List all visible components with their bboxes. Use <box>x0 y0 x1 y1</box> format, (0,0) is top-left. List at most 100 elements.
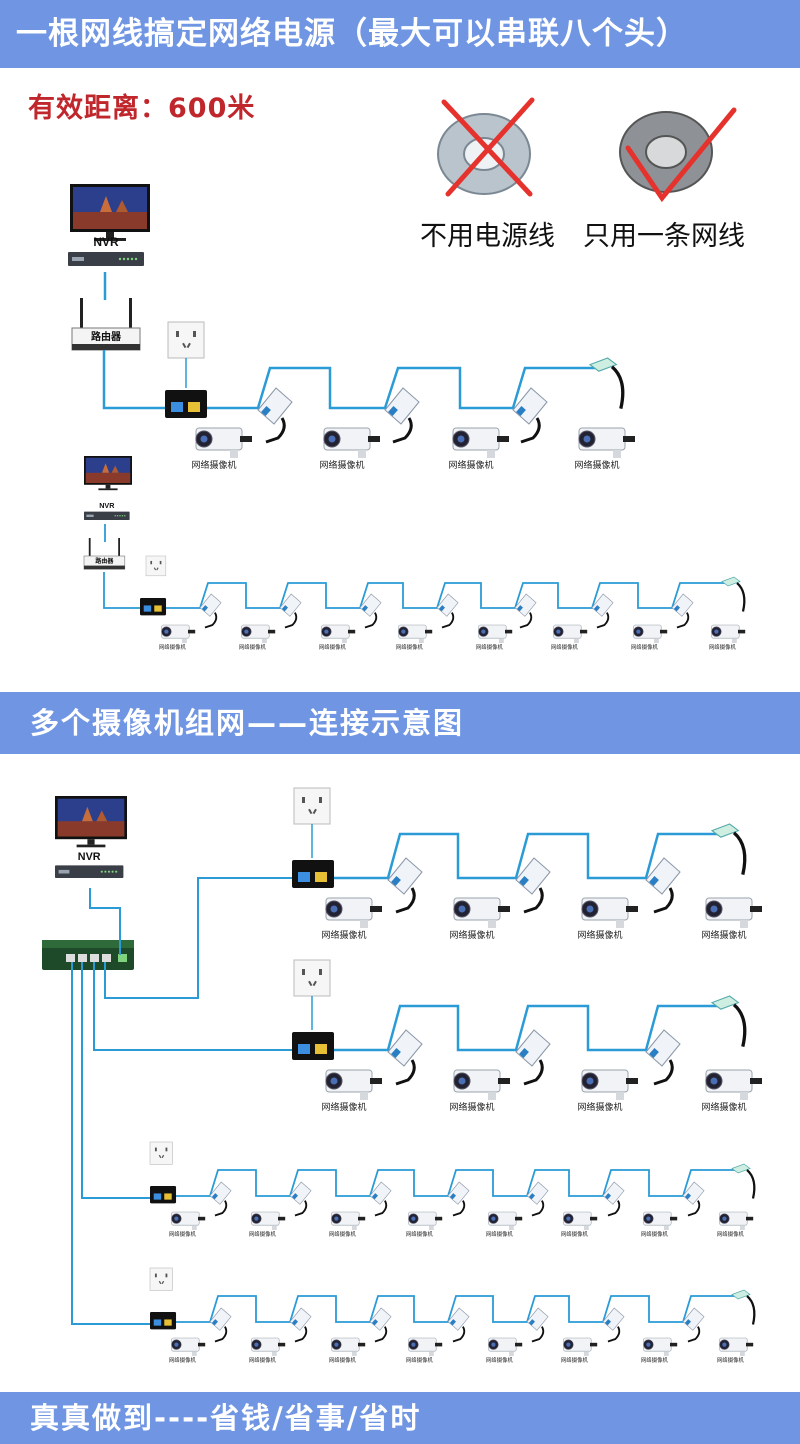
router-icon: 路由器 <box>83 538 126 570</box>
network-cable <box>176 1169 740 1197</box>
camera-icon: 网络摄像机 <box>717 1211 754 1238</box>
router-label: 路由器 <box>91 330 122 343</box>
section-title: 多个摄像机组网——连接示意图 <box>30 706 465 740</box>
nvr-label: NVR <box>93 235 119 249</box>
camera-label: 网络摄像机 <box>476 643 504 651</box>
router-label: 路由器 <box>95 557 114 565</box>
camera-label: 网络摄像机 <box>321 929 366 941</box>
camera-label: 网络摄像机 <box>249 1356 277 1364</box>
camera-icon: 网络摄像机 <box>239 624 276 651</box>
camera-icon: 网络摄像机 <box>574 427 635 471</box>
title-banner: 一根网线搞定网络电源（最大可以串联八个头） <box>0 0 800 68</box>
rj45-connector-icon <box>731 1163 756 1199</box>
poe-splitter-icon <box>515 1029 551 1086</box>
poe-splitter-icon <box>279 593 302 629</box>
rj45-connector-icon <box>710 995 747 1047</box>
camera-label: 网络摄像机 <box>631 643 659 651</box>
camera-label: 网络摄像机 <box>329 1230 357 1238</box>
camera-icon: 网络摄像机 <box>561 1211 598 1238</box>
camera-label: 网络摄像机 <box>396 643 424 651</box>
poe-splitter-icon <box>447 1307 470 1343</box>
poe-splitter-icon <box>257 387 293 444</box>
check-icon <box>625 107 737 203</box>
camera-icon: 网络摄像机 <box>169 1337 206 1364</box>
camera-icon: 网络摄像机 <box>329 1211 366 1238</box>
camera-label: 网络摄像机 <box>239 643 267 651</box>
camera-icon: 网络摄像机 <box>641 1337 678 1364</box>
network-cable <box>93 962 292 1051</box>
no-power-caption: 不用电源线 <box>420 221 555 252</box>
camera-icon: 网络摄像机 <box>577 1069 638 1113</box>
network-cable <box>102 350 165 410</box>
camera-label: 网络摄像机 <box>486 1356 514 1364</box>
camera-icon: 网络摄像机 <box>709 624 746 651</box>
camera-icon: 网络摄像机 <box>449 897 510 941</box>
router-icon: 路由器 <box>71 298 141 351</box>
network-cable <box>81 962 150 1199</box>
cross-icon <box>441 97 535 197</box>
camera-label: 网络摄像机 <box>169 1230 197 1238</box>
camera-label: 网络摄像机 <box>561 1230 589 1238</box>
poe-splitter-icon <box>514 593 537 629</box>
camera-icon: 网络摄像机 <box>561 1337 598 1364</box>
nvr-icon: NVR <box>68 235 144 266</box>
poe-splitter-icon <box>645 857 681 914</box>
camera-icon: 网络摄像机 <box>396 624 433 651</box>
network-cable <box>176 1295 740 1323</box>
camera-label: 网络摄像机 <box>449 929 494 941</box>
poe-splitter-icon <box>436 593 459 629</box>
network-cable <box>334 1004 722 1052</box>
poe-splitter-icon <box>602 1307 625 1343</box>
network-cable <box>207 366 600 410</box>
poe-splitter-icon <box>369 1307 392 1343</box>
camera-icon: 网络摄像机 <box>329 1337 366 1364</box>
camera-icon: 网络摄像机 <box>476 624 513 651</box>
camera-label: 网络摄像机 <box>159 643 187 651</box>
one-cable-caption: 只用一条网线 <box>583 221 745 252</box>
nvr-label: NVR <box>99 501 115 510</box>
camera-label: 网络摄像机 <box>319 643 347 651</box>
monitor-icon <box>55 796 127 848</box>
footer-banner: 真真做到----省钱/省事/省时 <box>0 1392 800 1444</box>
poe-splitter-icon <box>682 1307 705 1343</box>
camera-icon: 网络摄像机 <box>448 427 509 471</box>
camera-label: 网络摄像机 <box>709 643 737 651</box>
poe-injector-icon <box>292 1032 334 1060</box>
wall-socket-icon <box>149 1267 173 1291</box>
poe-injector-icon <box>150 1312 177 1330</box>
camera-label: 网络摄像机 <box>449 1101 494 1113</box>
wall-socket-icon <box>293 787 331 825</box>
camera-icon: 网络摄像机 <box>486 1211 523 1238</box>
rj45-connector-icon <box>731 1289 756 1325</box>
camera-label: 网络摄像机 <box>551 643 579 651</box>
camera-icon: 网络摄像机 <box>449 1069 510 1113</box>
camera-icon: 网络摄像机 <box>249 1211 286 1238</box>
camera-label: 网络摄像机 <box>249 1230 277 1238</box>
camera-label: 网络摄像机 <box>406 1356 434 1364</box>
camera-label: 网络摄像机 <box>191 459 236 471</box>
wall-socket-icon <box>145 555 167 577</box>
range-text: 有效距离：600米 <box>28 93 256 124</box>
camera-label: 网络摄像机 <box>319 459 364 471</box>
camera-icon: 网络摄像机 <box>717 1337 754 1364</box>
camera-label: 网络摄像机 <box>406 1230 434 1238</box>
poe-splitter-icon <box>591 593 614 629</box>
poe-injector-icon <box>150 1186 177 1204</box>
network-cable <box>103 572 140 609</box>
poe-splitter-icon <box>387 857 423 914</box>
section-banner: 多个摄像机组网——连接示意图 <box>0 692 800 754</box>
monitor-icon <box>84 456 132 491</box>
poe-splitter-icon <box>209 1307 232 1343</box>
camera-icon: 网络摄像机 <box>249 1337 286 1364</box>
camera-label: 网络摄像机 <box>717 1230 745 1238</box>
camera-icon: 网络摄像机 <box>577 897 638 941</box>
poe-splitter-icon <box>289 1307 312 1343</box>
poe-splitter-icon <box>199 593 222 629</box>
camera-icon: 网络摄像机 <box>551 624 588 651</box>
camera-icon: 网络摄像机 <box>191 427 252 471</box>
poe-splitter-icon <box>209 1181 232 1217</box>
page-title: 一根网线搞定网络电源（最大可以串联八个头） <box>16 16 688 52</box>
network-cable <box>71 962 150 1325</box>
camera-label: 网络摄像机 <box>577 1101 622 1113</box>
camera-icon: 网络摄像机 <box>321 1069 382 1113</box>
